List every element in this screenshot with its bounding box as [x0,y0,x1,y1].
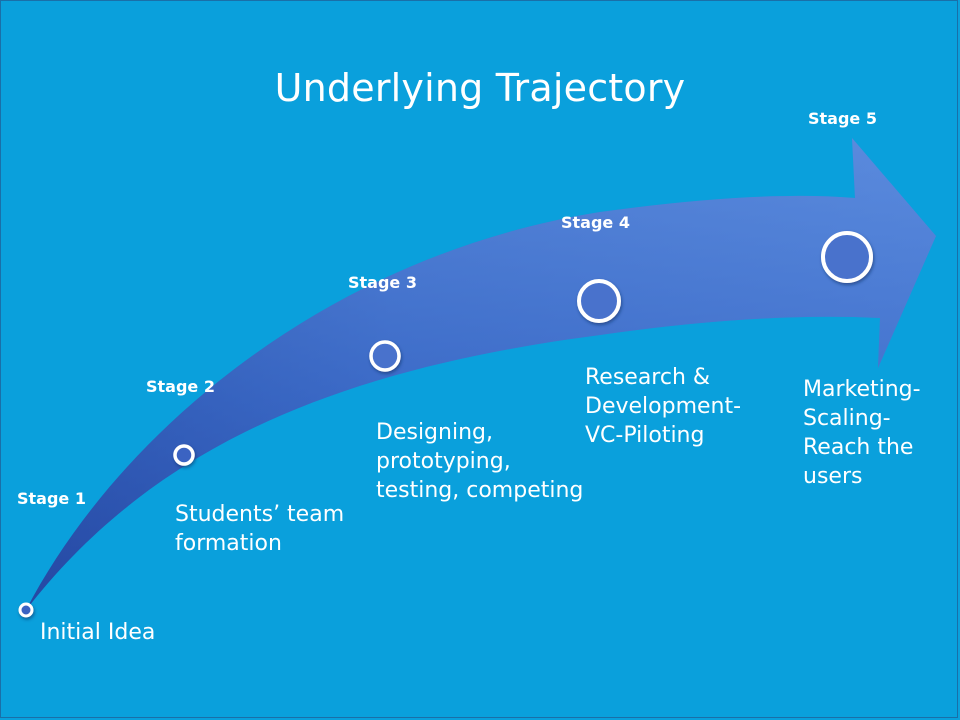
description-line: Reach the [803,435,914,460]
stage-4-description: Research & Development- VC-Piloting [585,363,741,450]
description-line: prototyping, [376,449,511,474]
stage-5-marker [821,231,873,283]
stage-5-label: Stage 5 [808,109,877,128]
description-line: Development- [585,394,742,419]
stage-markers [18,231,873,618]
stage-3-label: Stage 3 [348,273,417,292]
description-line: Research & [585,365,711,390]
description-line: Initial Idea [40,620,156,645]
stage-4-marker [577,279,621,323]
stage-1-label: Stage 1 [17,489,86,508]
stage-1-description: Initial Idea [40,618,155,647]
description-line: Scaling- [803,406,891,431]
page-title: Underlying Trajectory [274,66,686,110]
description-line: Students’ team [175,502,345,527]
description-line: users [803,464,863,489]
stage-2-marker [173,444,195,466]
description-line: formation [175,531,282,556]
stage-2-description: Students’ team formation [175,500,344,558]
stage-5-description: Marketing- Scaling- Reach the users [803,375,921,491]
description-line: Designing, [376,420,493,445]
trajectory-arrow-highlight [26,138,936,610]
stage-3-marker [369,340,401,372]
description-line: testing, competing [376,478,584,503]
stage-1-marker [18,602,34,618]
stage-3-description: Designing, prototyping, testing, competi… [376,418,583,505]
description-line: Marketing- [803,377,921,402]
stage-2-label: Stage 2 [146,377,215,396]
description-line: VC-Piloting [585,423,705,448]
stage-4-label: Stage 4 [561,213,630,232]
